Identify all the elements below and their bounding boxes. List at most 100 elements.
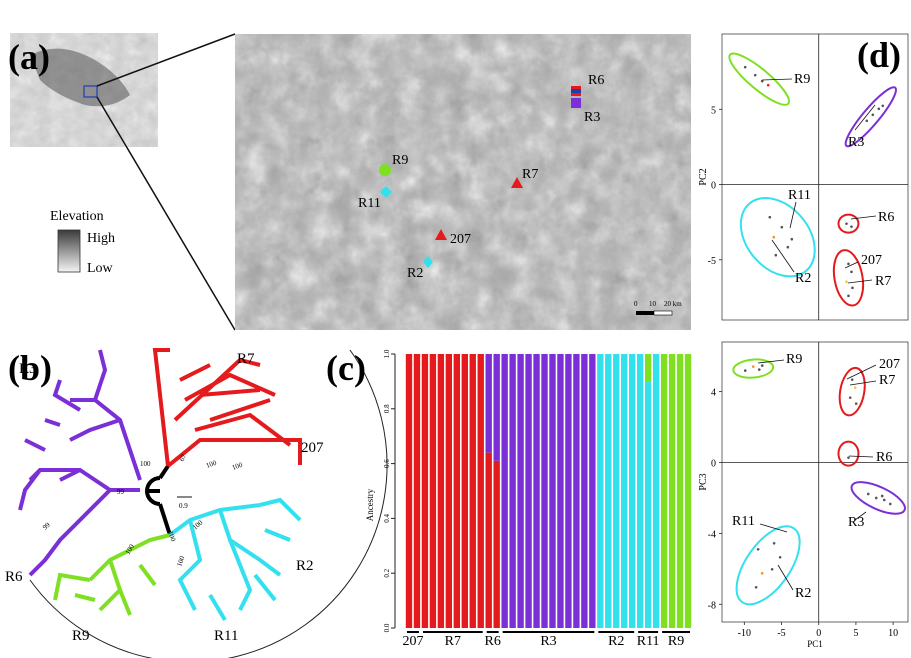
pca-point — [888, 502, 892, 506]
pca-point — [845, 222, 848, 225]
tree-outer-arc-left — [29, 349, 388, 658]
bootstrap-4: 100 — [140, 460, 151, 468]
pca-point — [766, 83, 770, 87]
pca-point — [882, 498, 886, 502]
pca-point — [757, 368, 761, 371]
pca-point — [871, 113, 875, 117]
site-label-r3: R3 — [584, 110, 600, 125]
map-scale-bar: 0 10 20 km — [634, 300, 682, 316]
clade-label-r11: R11 — [214, 628, 238, 644]
structure-group-label: R6 — [485, 634, 501, 649]
ancestry-bar — [429, 354, 437, 628]
structure-group-label: R2 — [608, 634, 624, 649]
ancestry-bar — [565, 354, 572, 628]
ancestry-bar — [525, 354, 532, 628]
pca-ellipse-r6 — [837, 213, 860, 234]
pca-group-label-207: 207 — [879, 357, 900, 372]
bootstrap-5: 99 — [117, 488, 125, 496]
pca-x-tick-label: 5 — [853, 628, 858, 639]
site-marker-r11 — [380, 186, 392, 198]
pca-group-label-r7: R7 — [879, 373, 895, 388]
site-label-r11: R11 — [358, 196, 381, 211]
structure-y-label: Ancestry — [365, 488, 375, 521]
ancestry-bar — [573, 354, 580, 628]
tree-backbone — [158, 464, 172, 536]
pca-point — [847, 294, 850, 298]
ancestry-bar — [613, 354, 620, 628]
ancestry-bar — [533, 354, 540, 628]
pca-leader-line — [848, 455, 874, 458]
ancestry-bar — [541, 354, 548, 628]
pca-group-label-r11: R11 — [732, 514, 755, 529]
clade-cyan — [168, 497, 302, 622]
structure-tick-label: 0.6 — [383, 459, 391, 468]
pca-y-tick-label: 0 — [711, 181, 716, 192]
pca-leader-line — [777, 564, 794, 591]
ancestry-bar — [676, 354, 684, 628]
zoom-line-top — [96, 33, 236, 87]
pca-point — [772, 235, 776, 239]
pca-point — [877, 107, 881, 111]
pca-point — [756, 547, 760, 551]
pca-y-tick-label: -5 — [708, 256, 716, 267]
bootstrap-10: 100 — [124, 542, 136, 556]
bootstrap-8: 100 — [175, 555, 186, 568]
pca-point — [786, 245, 790, 249]
pca-group-label-r3: R3 — [848, 515, 864, 530]
clade-purple — [18, 349, 142, 577]
phylogenetic-tree — [18, 348, 302, 622]
ancestry-bar — [644, 381, 652, 628]
ancestry-bar — [684, 354, 692, 628]
ancestry-bar — [581, 354, 588, 628]
structure-group-label: R7 — [445, 634, 461, 649]
ancestry-bar — [453, 354, 460, 628]
zoom-line-bottom — [96, 96, 236, 331]
pca-y-tick-label: 4 — [711, 388, 716, 399]
pca-group-label-r3: R3 — [848, 135, 864, 150]
pca-point — [847, 262, 850, 266]
panel-label-c: (c) — [326, 348, 366, 388]
pca-point — [850, 270, 853, 274]
pca-ellipse-r7 — [838, 366, 866, 417]
map-terrain — [235, 34, 691, 330]
bootstrap-3: 100 — [231, 461, 244, 472]
pca-y-tick-label: 0 — [711, 459, 716, 470]
pca-point — [851, 286, 854, 290]
ancestry-bar — [636, 354, 644, 628]
ancestry-bar — [660, 354, 668, 628]
pca-group-label-r11: R11 — [788, 188, 811, 203]
clade-label-r3: R3 — [19, 361, 37, 377]
pca-leader-line — [844, 261, 859, 269]
pca-leader-line — [850, 215, 877, 220]
pca-group-label-r7: R7 — [875, 274, 891, 289]
pca-point — [848, 396, 852, 399]
pca-ellipse-207 — [832, 249, 865, 307]
legend-high: High — [87, 231, 115, 246]
ancestry-bar — [477, 354, 484, 628]
site-marker-r2 — [423, 256, 433, 268]
pca-leader-line — [757, 359, 785, 364]
ancestry-bar — [421, 354, 429, 628]
inset-map — [10, 33, 158, 147]
pca-x-tick-label: 10 — [888, 628, 898, 639]
panel-label-d: (d) — [857, 35, 901, 75]
pca-point — [845, 280, 848, 284]
scale-bar-black — [636, 311, 654, 315]
pca-group-label-r6: R6 — [876, 450, 892, 465]
inset-highland — [30, 48, 130, 107]
clade-label-r7: R7 — [237, 351, 255, 367]
pca-point — [754, 585, 758, 589]
bootstrap-6: 100 — [166, 530, 177, 543]
pca-ellipse-r11 — [739, 197, 816, 278]
site-marker-r6-stripe — [571, 89, 581, 93]
pca-x-tick-label: 0 — [816, 628, 821, 639]
scale-label-10: 10 — [649, 300, 657, 308]
pca-y-label: PC3 — [698, 473, 709, 490]
pca-point — [790, 237, 794, 241]
pca-x-tick-label: -5 — [777, 628, 785, 639]
ancestry-bar — [557, 354, 564, 628]
main-map: R6 R3 R9 R11 R7 207 R2 0 10 20 km — [235, 34, 691, 330]
pca-point — [880, 494, 884, 498]
site-marker-r7 — [511, 177, 523, 188]
